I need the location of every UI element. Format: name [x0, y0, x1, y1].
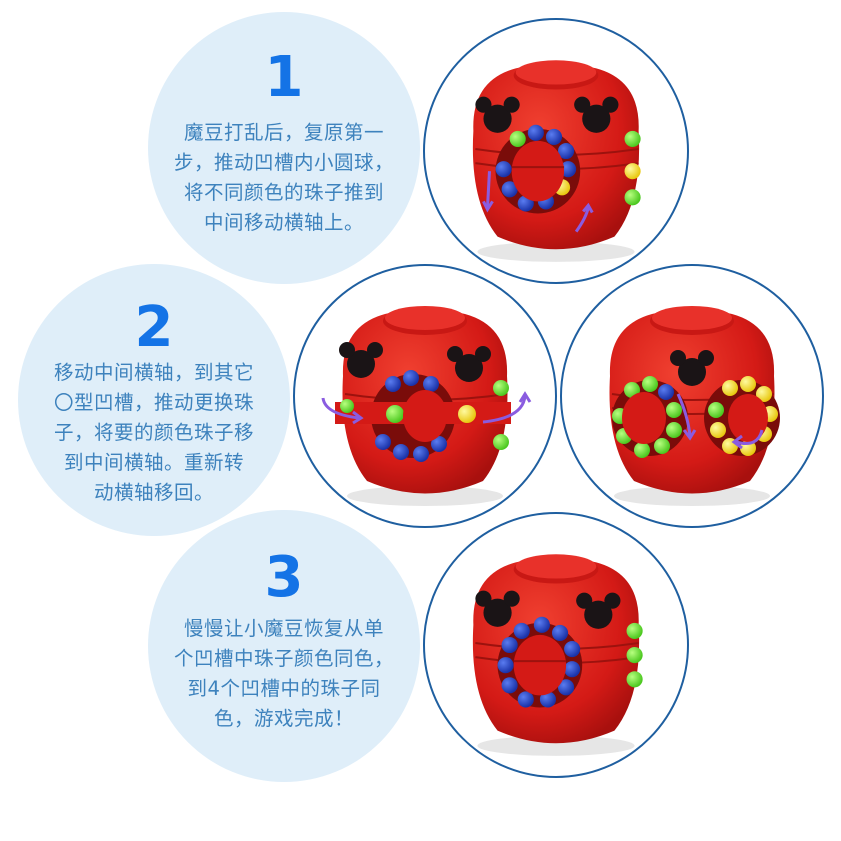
- step-3-bubble: 3 慢慢让小魔豆恢复从单 个凹槽中珠子颜色同色， 到4个凹槽中的珠子同 色，游戏…: [148, 510, 420, 782]
- puzzle-toy-icon: [471, 553, 643, 757]
- step-1-text: 魔豆打乱后，复原第一 步，推动凹槽内小圆球， 将不同颜色的珠子推到 中间移动横轴…: [173, 121, 394, 234]
- puzzle-toy-icon: [471, 59, 641, 263]
- puzzle-toy-icon: [321, 305, 532, 507]
- toy-step1-image: [423, 18, 689, 284]
- arrow-right-icon: [321, 397, 360, 420]
- arrow-up-icon: [574, 207, 590, 233]
- step-2-bubble: 2 移动中间横轴，到其它 〇型凹槽，推动更换珠 子，将要的颜色珠子移 到中间横轴…: [18, 264, 290, 536]
- step-1-bubble: 1 魔豆打乱后，复原第一 步，推动凹槽内小圆球， 将不同颜色的珠子推到 中间移动…: [148, 12, 420, 284]
- step-2-text: 移动中间横轴，到其它 〇型凹槽，推动更换珠 子，将要的颜色珠子移 到中间横轴。重…: [53, 361, 254, 504]
- toy-step2-left-image: [293, 264, 557, 528]
- arrow-down-icon: [485, 171, 492, 208]
- step-1-number: 1: [264, 45, 304, 110]
- step-3-text: 慢慢让小魔豆恢复从单 个凹槽中珠子颜色同色， 到4个凹槽中的珠子同 色，游戏完成…: [173, 617, 394, 730]
- puzzle-toy-icon: [608, 305, 780, 507]
- arrow-down-icon: [676, 393, 692, 437]
- arrow-up-icon: [482, 395, 527, 424]
- arrow-left-icon: [735, 429, 764, 445]
- step-2-number: 2: [134, 295, 174, 360]
- step-3-number: 3: [264, 545, 304, 610]
- toy-step3-image: [423, 512, 689, 778]
- toy-step2-right-image: [560, 264, 824, 528]
